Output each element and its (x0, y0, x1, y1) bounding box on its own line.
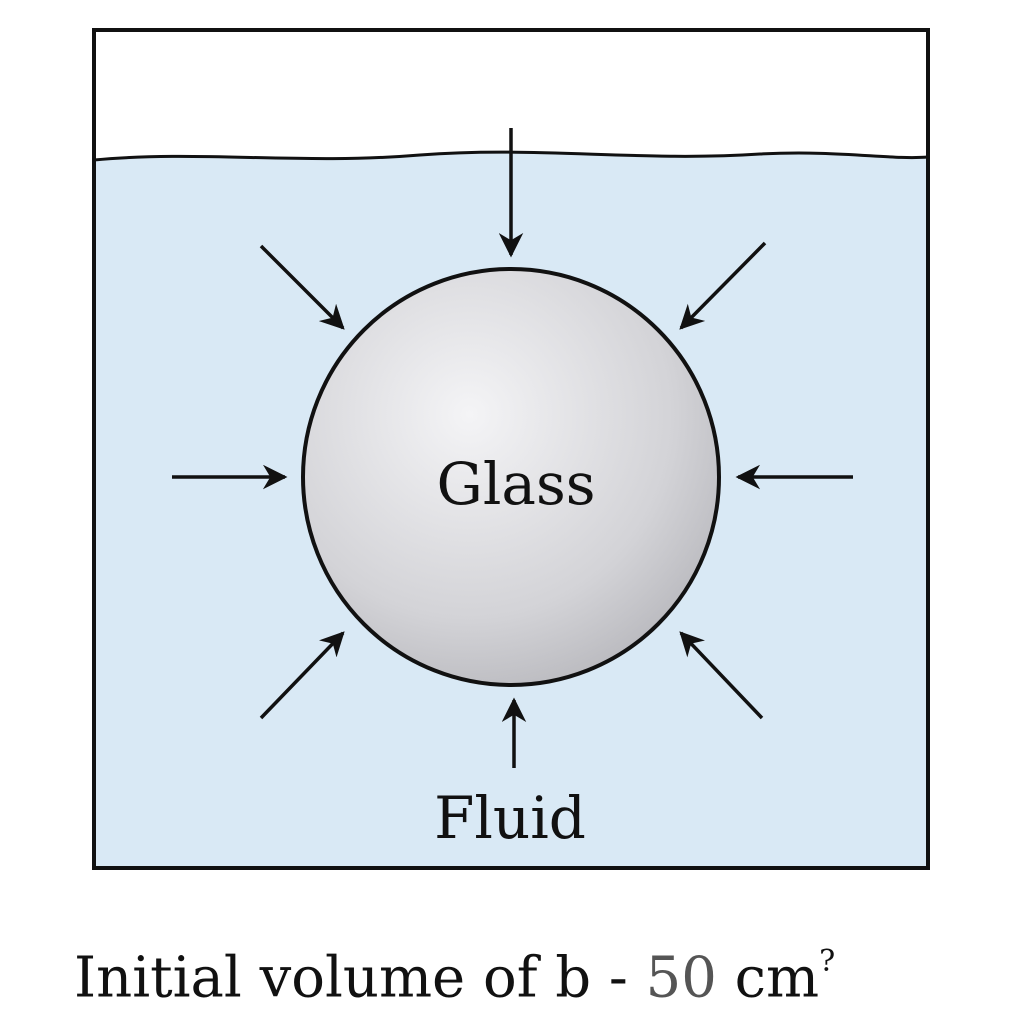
fluid-surface (93, 150, 929, 162)
arrow-top-right (679, 241, 767, 330)
sphere-label: Glass (437, 450, 596, 518)
caption-superscript: ? (819, 944, 836, 979)
glass-sphere (301, 267, 721, 687)
arrow-top-left (259, 244, 345, 330)
container (92, 28, 930, 870)
caption-unit: cm (716, 945, 820, 1011)
caption-text: Initial volume of b - (74, 945, 646, 1011)
arrow-bottom-left (259, 631, 345, 720)
fluid-label: Fluid (434, 784, 586, 852)
arrow-bottom-right (679, 631, 764, 720)
caption-value: 50 (645, 945, 717, 1011)
caption: Initial volume of b - 50 cm? (74, 928, 835, 1019)
pressure-arrows (172, 128, 853, 768)
